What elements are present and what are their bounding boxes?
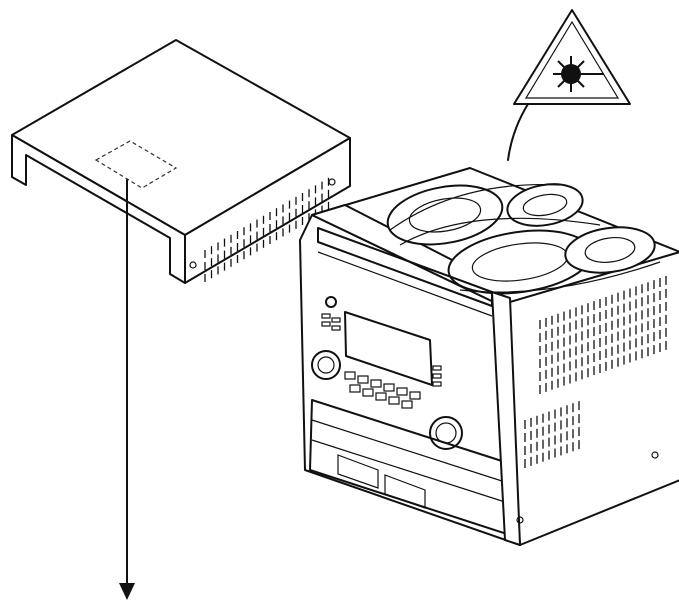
cd-changer [386,183,661,295]
warning-leader-line [507,103,529,161]
power-button [325,296,337,308]
front-panel [309,227,521,546]
volume-knob [429,416,463,450]
label-area [94,140,178,189]
direction-arrow [119,179,135,600]
side-screw [651,451,659,459]
laser-warning-icon [513,9,631,105]
side-vent-slots [524,275,667,468]
display-window [344,311,433,386]
cover-vent-slots [204,177,330,282]
control-buttons [344,371,421,409]
side-screw [516,516,524,524]
top-cover [11,39,351,284]
nav-dial [311,350,341,380]
stereo-unit [299,167,679,546]
